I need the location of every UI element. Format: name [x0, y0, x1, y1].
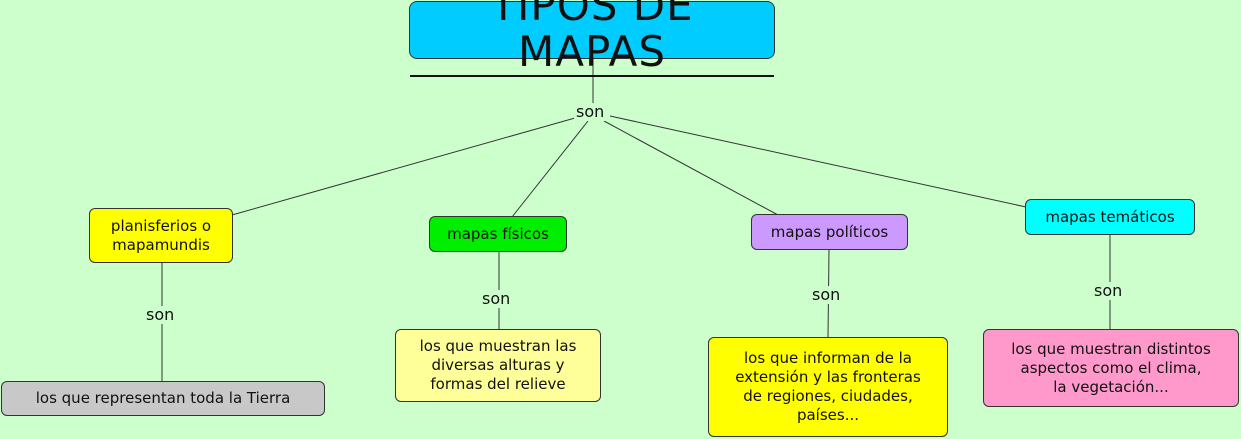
connector-label-top: son	[574, 102, 607, 121]
node-planisferios[interactable]: planisferios o mapamundis	[89, 208, 233, 263]
link-son-to-fisicos	[511, 120, 589, 218]
desc-planisferios[interactable]: los que representan toda la Tierra	[1, 381, 325, 416]
link-son-to-tematicos	[609, 115, 1027, 208]
desc-tematicos[interactable]: los que muestran distintos aspectos como…	[983, 329, 1239, 407]
node-mapas-fisicos[interactable]: mapas físicos	[429, 216, 567, 252]
link-son-to-planisferios	[231, 117, 576, 216]
connector-label-planisferios: son	[144, 305, 177, 324]
connector-label-politicos: son	[810, 285, 843, 304]
node-mapas-politicos[interactable]: mapas políticos	[751, 214, 908, 250]
desc-fisicos[interactable]: los que muestran las diversas alturas y …	[395, 329, 601, 402]
desc-politicos[interactable]: los que informan de la extensión y las f…	[708, 337, 948, 437]
node-mapas-tematicos[interactable]: mapas temáticos	[1025, 199, 1195, 235]
link-son-to-politicos	[603, 120, 779, 216]
title-node[interactable]: TIPOS DE MAPAS	[409, 0, 775, 77]
connector-label-fisicos: son	[480, 289, 513, 308]
title-text: TIPOS DE MAPAS	[410, 0, 774, 77]
connector-label-tematicos: son	[1092, 281, 1125, 300]
